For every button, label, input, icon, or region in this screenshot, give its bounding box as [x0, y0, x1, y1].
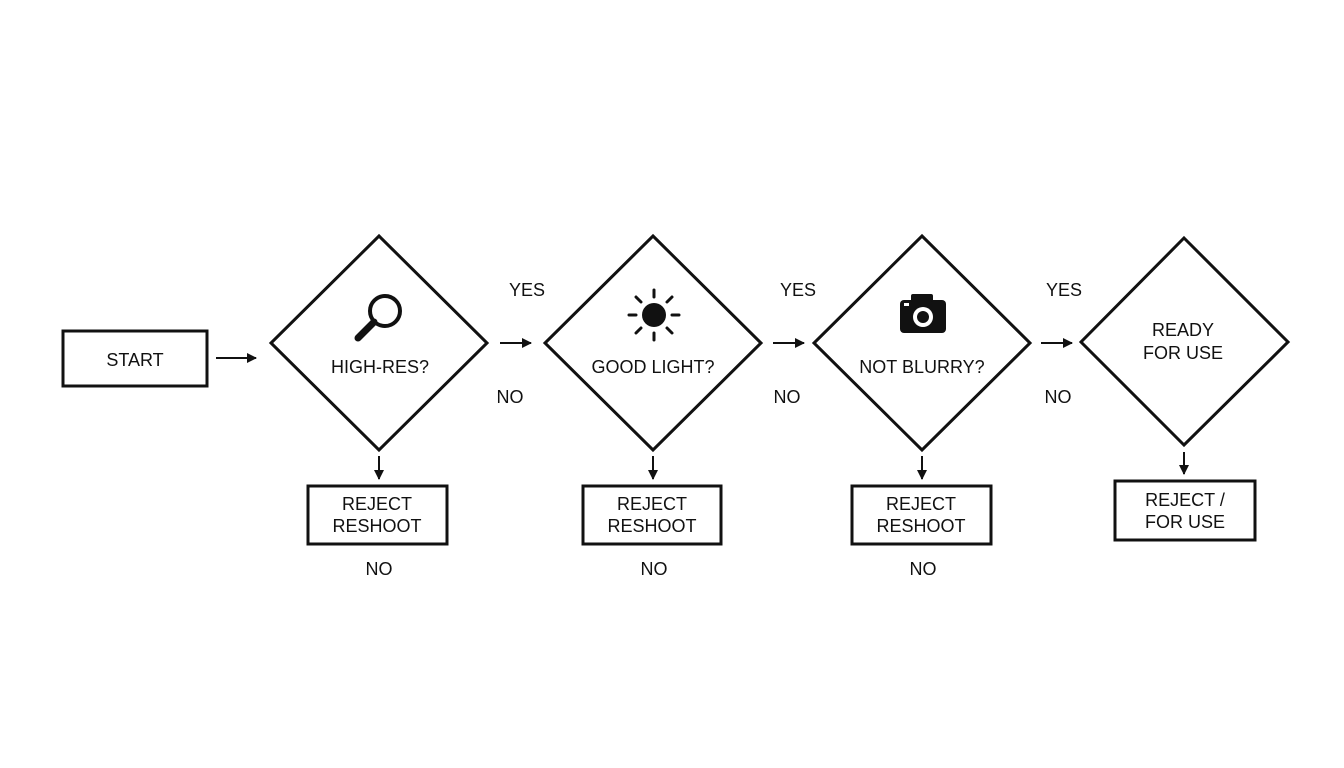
reject-box-1: REJECT RESHOOT — [306, 484, 449, 546]
reject-box-1-line2: RESHOOT — [332, 516, 421, 536]
sun-icon — [627, 288, 681, 342]
reject-box-3-line2: RESHOOT — [876, 516, 965, 536]
final-box-line2: FOR USE — [1145, 512, 1225, 532]
end-diamond-line2: FOR USE — [1143, 343, 1223, 363]
reject-box-1-line1: REJECT — [342, 494, 412, 514]
decision-label-not-blurry: NOT BLURRY? — [859, 357, 984, 377]
yes-label-2: YES — [780, 280, 816, 300]
yes-label-3: YES — [1046, 280, 1082, 300]
start-label: START — [106, 350, 163, 370]
decision-good-light: GOOD LIGHT? — [542, 233, 764, 453]
reject-box-3-line1: REJECT — [886, 494, 956, 514]
reject-box-2: REJECT RESHOOT — [581, 484, 723, 546]
start-node: START — [61, 329, 209, 388]
decision-not-blurry: NOT BLURRY? — [811, 233, 1033, 453]
camera-icon — [900, 294, 946, 333]
bottom-no-label-2: NO — [641, 559, 668, 579]
end-diamond-ready: READY FOR USE — [1078, 235, 1291, 448]
final-box-line1: REJECT / — [1145, 490, 1225, 510]
bottom-no-label-1: NO — [366, 559, 393, 579]
magnifier-icon — [354, 294, 402, 342]
reject-box-3: REJECT RESHOOT — [850, 484, 993, 546]
decision-label-high-res: HIGH-RES? — [331, 357, 429, 377]
yes-label-1: YES — [509, 280, 545, 300]
final-box: REJECT / FOR USE — [1113, 479, 1257, 542]
bottom-no-label-3: NO — [910, 559, 937, 579]
end-diamond-line1: READY — [1152, 320, 1214, 340]
side-no-label-3: NO — [1045, 387, 1072, 407]
reject-box-2-line1: REJECT — [617, 494, 687, 514]
reject-box-2-line2: RESHOOT — [607, 516, 696, 536]
decision-label-good-light: GOOD LIGHT? — [591, 357, 714, 377]
side-no-label-1: NO — [497, 387, 524, 407]
side-no-label-2: NO — [774, 387, 801, 407]
decision-high-res: HIGH-RES? — [268, 233, 490, 453]
